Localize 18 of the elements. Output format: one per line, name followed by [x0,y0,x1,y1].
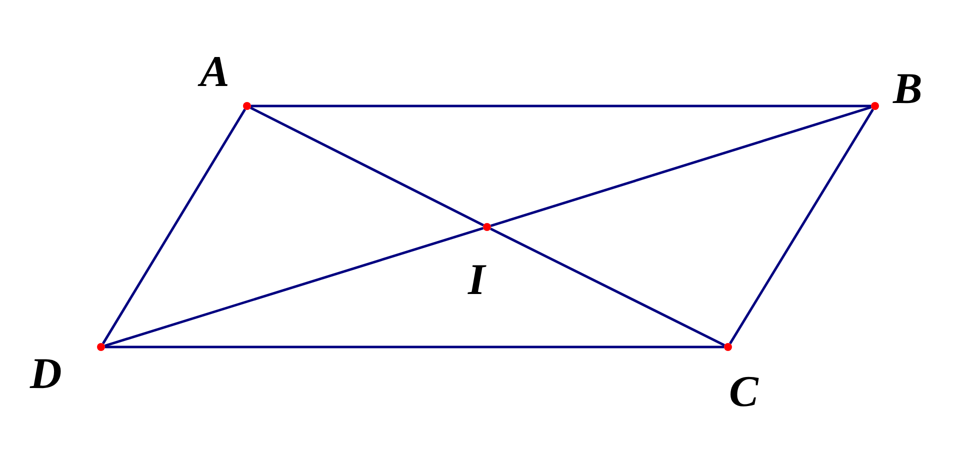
point-label: D [30,352,62,396]
point-label: B [893,67,922,111]
line-segment [729,108,874,344]
line-segment [490,106,872,227]
point-label: A [200,50,230,94]
point-label: I [468,258,486,302]
point-dot [724,343,732,351]
line-segment [102,108,246,344]
line-segment [250,106,484,226]
line-segment [251,104,871,108]
point-dot [871,102,879,110]
line-segment [104,227,484,347]
line-segment [105,346,724,348]
point-dot [243,102,251,110]
point-dot [97,343,105,351]
point-dot [483,223,491,231]
line-segment [490,228,725,346]
point-label: C [729,370,758,414]
